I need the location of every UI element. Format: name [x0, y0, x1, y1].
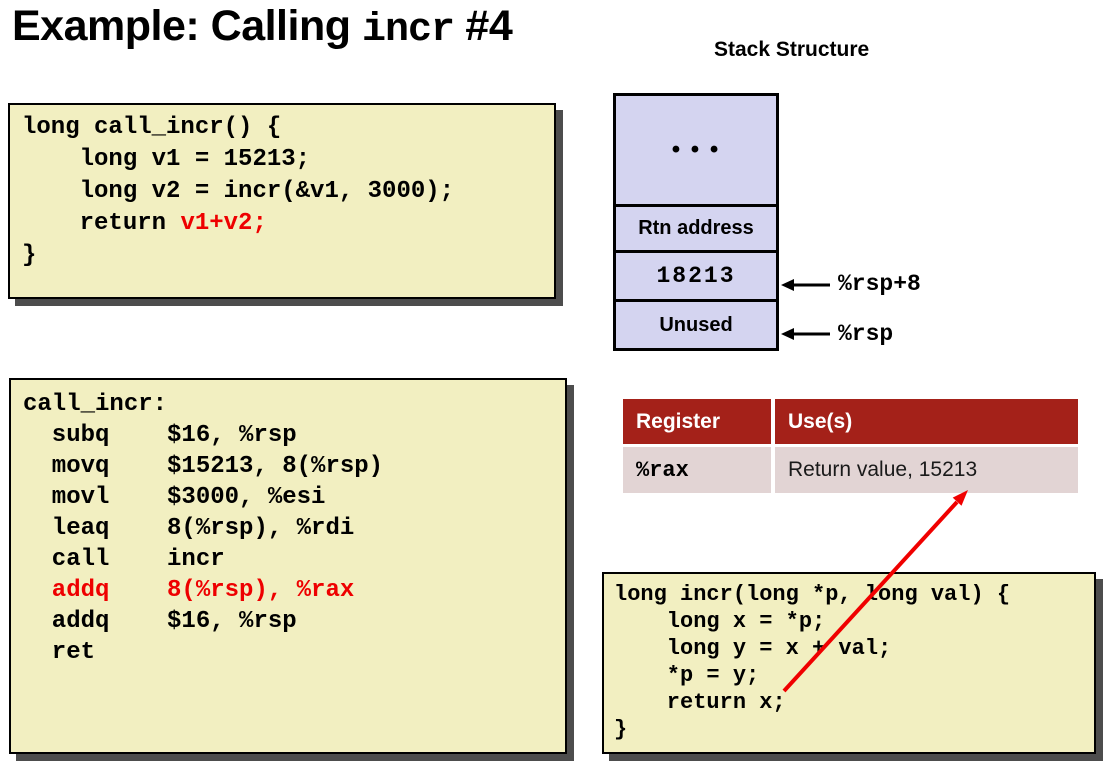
code-segment: } [614, 717, 628, 742]
code-line: return v1+v2; [22, 208, 554, 240]
code-block-incr-c: long incr(long *p, long val) { long x = … [602, 572, 1096, 754]
rsp-arrow [781, 328, 830, 340]
code-line: } [614, 716, 1094, 743]
stack-structure-heading: Stack Structure [714, 38, 870, 61]
code-line: long incr(long *p, long val) { [614, 581, 1094, 608]
code-segment: return [22, 210, 181, 237]
code-segment: return x; [614, 690, 786, 715]
rsp-plus-8-label: %rsp+8 [838, 271, 921, 297]
page-title: Example: Calling incr #4 [12, 2, 513, 53]
code-segment: call_incr: [23, 391, 168, 418]
stack-diagram: • • • Rtn address 18213 Unused [613, 93, 779, 351]
code-block-call-incr-asm: call_incr: subq $16, %rsp movq $15213, 8… [9, 378, 567, 754]
table-cell-register: %rax [623, 447, 775, 493]
rsp-label: %rsp [838, 321, 894, 347]
code-segment: long y = x + val; [614, 636, 892, 661]
table-cell-use: Return value, 15213 [788, 458, 978, 481]
code-segment-highlight: v1+v2; [180, 210, 267, 237]
code-line: addq 8(%rsp), %rax [23, 575, 565, 606]
title-number: #4 [453, 2, 513, 50]
code-line: leaq 8(%rsp), %rdi [23, 513, 565, 544]
code-line: movq $15213, 8(%rsp) [23, 451, 565, 482]
code-line: subq $16, %rsp [23, 420, 565, 451]
stack-cell-value: 18213 [616, 250, 776, 299]
code-line: long v1 = 15213; [22, 144, 554, 176]
code-line: movl $3000, %esi [23, 482, 565, 513]
title-text: Example: Calling [12, 2, 362, 50]
ellipsis-dots: • • • [671, 136, 721, 163]
code-line: addq $16, %rsp [23, 606, 565, 637]
code-line: ret [23, 637, 565, 668]
code-line: long v2 = incr(&v1, 3000); [22, 176, 554, 208]
stack-cell-rtn-address: Rtn address [616, 204, 776, 250]
code-line: return x; [614, 689, 1094, 716]
code-line: } [22, 240, 554, 272]
code-line: long y = x + val; [614, 635, 1094, 662]
code-line: *p = y; [614, 662, 1094, 689]
code-segment: addq $16, %rsp [23, 608, 297, 635]
code-segment: call incr [23, 546, 225, 573]
code-segment: movq $15213, 8(%rsp) [23, 453, 384, 480]
stack-cell-dots: • • • [616, 96, 776, 204]
table-row-rax: %rax Return value, 15213 [623, 447, 1078, 493]
register-table: Register Use(s) %rax Return value, 15213 [623, 399, 1078, 493]
code-segment-highlight: addq 8(%rsp), %rax [23, 577, 355, 604]
code-segment: } [22, 242, 37, 269]
code-segment: long call_incr() { [22, 114, 282, 141]
code-line: call_incr: [23, 389, 565, 420]
table-header-uses: Use(s) [788, 409, 853, 433]
code-segment: *p = y; [614, 663, 760, 688]
code-segment: long incr(long *p, long val) { [614, 582, 1011, 607]
register-table-header: Register Use(s) [623, 399, 1078, 444]
code-segment: ret [23, 639, 96, 666]
code-block-call-incr-c: long call_incr() { long v1 = 15213; long… [8, 103, 556, 299]
stack-cell-unused: Unused [616, 299, 776, 348]
code-segment: long v2 = incr(&v1, 3000); [22, 178, 455, 205]
code-segment: long v1 = 15213; [22, 146, 311, 173]
title-incr-mono: incr [361, 8, 455, 53]
code-segment: leaq 8(%rsp), %rdi [23, 515, 355, 542]
code-line: call incr [23, 544, 565, 575]
code-segment: movl $3000, %esi [23, 484, 326, 511]
rsp-plus-8-arrow [781, 279, 830, 291]
code-segment: subq $16, %rsp [23, 422, 297, 449]
code-segment: long x = *p; [614, 609, 826, 634]
code-line: long call_incr() { [22, 112, 554, 144]
code-line: long x = *p; [614, 608, 1094, 635]
table-header-register: Register [623, 399, 775, 444]
